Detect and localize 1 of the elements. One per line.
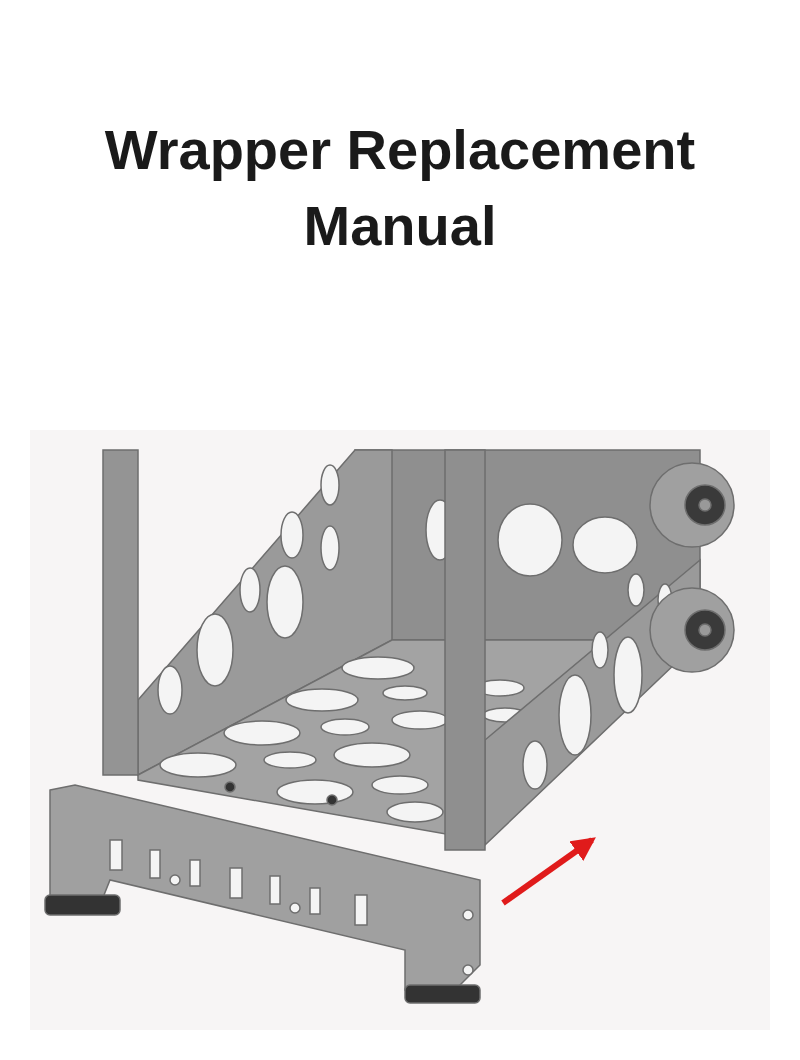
title: Wrapper Replacement Manual bbox=[103, 117, 697, 259]
